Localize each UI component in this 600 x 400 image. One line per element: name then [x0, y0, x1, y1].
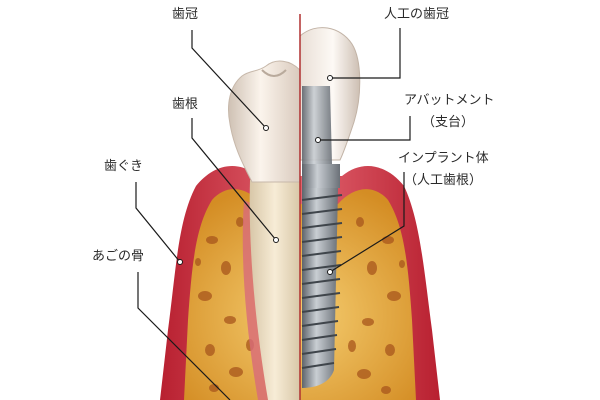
label-abutment: アバットメント: [404, 93, 495, 108]
crown-cusp-shade: [261, 69, 287, 77]
label-abutment-sub: （支台）: [422, 115, 475, 130]
label-implant: インプラント体: [398, 151, 489, 166]
leader-root: [191, 118, 277, 241]
leader-abutment: [318, 116, 411, 141]
natural-tooth-root: [249, 180, 300, 400]
leader-dots: [177, 75, 333, 275]
natural-tooth-crown: [228, 60, 301, 183]
label-gum: 歯ぐき: [104, 159, 144, 174]
leader-gum: [135, 182, 181, 263]
leader-jawbone: [137, 272, 231, 400]
abutment-post: [302, 86, 332, 164]
implant-collar: [302, 164, 340, 188]
label-root: 歯根: [172, 97, 199, 112]
label-artificial-crown: 人工の歯冠: [384, 7, 450, 22]
leader-implant: [329, 172, 405, 273]
label-crown: 歯冠: [172, 7, 199, 22]
leader-lines: [135, 28, 411, 400]
implant-body: [302, 188, 338, 388]
label-jawbone: あごの骨: [92, 249, 145, 264]
leader-crown: [191, 30, 267, 129]
implant-threads: [301, 194, 343, 369]
label-implant-sub: （人工歯根）: [404, 173, 483, 188]
leader-artificial-crown: [330, 28, 401, 79]
